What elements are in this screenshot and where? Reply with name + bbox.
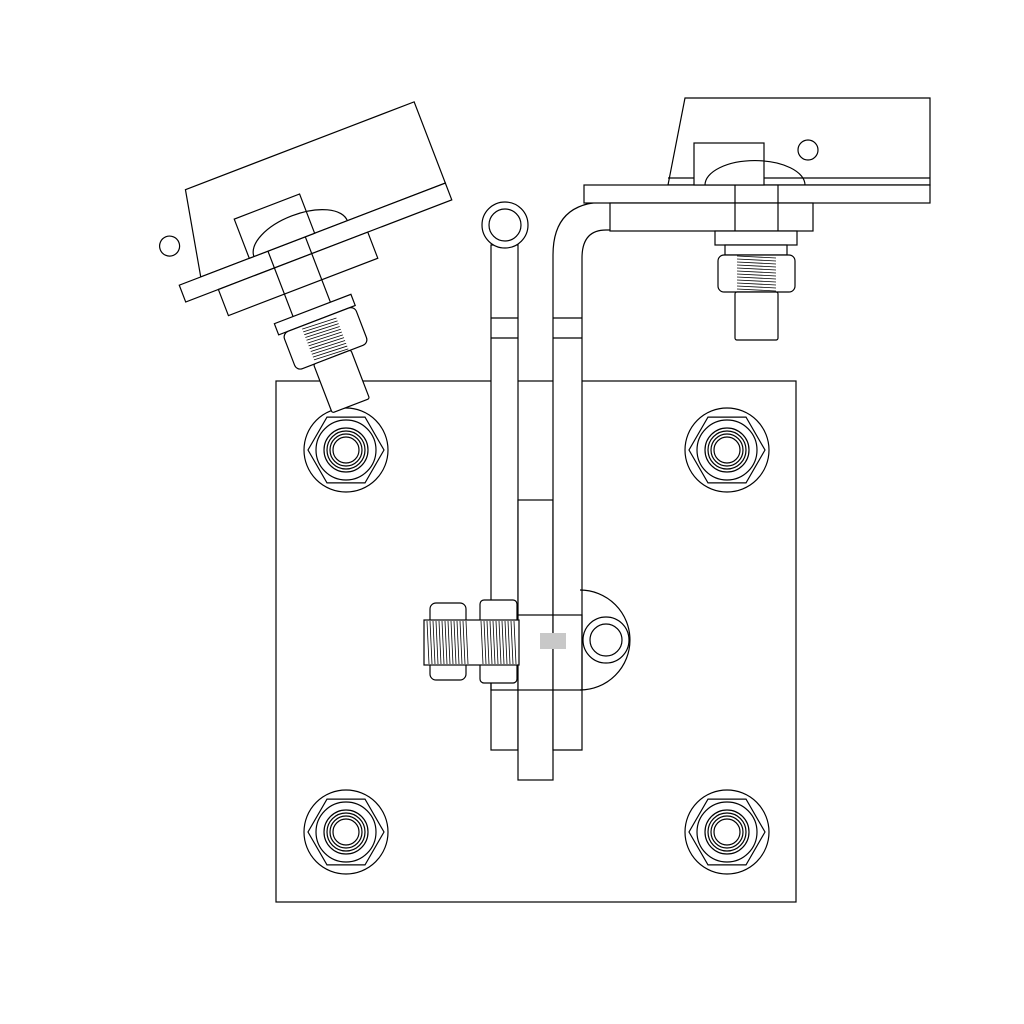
bolt [303,789,389,875]
hex-nut [307,416,385,484]
hex-nut [688,798,766,866]
mounting-bolts [303,407,770,875]
bolt [303,407,389,493]
horizontal-fitting [423,599,520,684]
tag-label [540,633,566,649]
right-sensor [583,97,931,341]
bolt [684,407,770,493]
hex-nut [307,798,385,866]
bolt [684,789,770,875]
left-sensor [158,101,453,413]
center-clamp [490,589,631,691]
hex-nut [688,416,766,484]
